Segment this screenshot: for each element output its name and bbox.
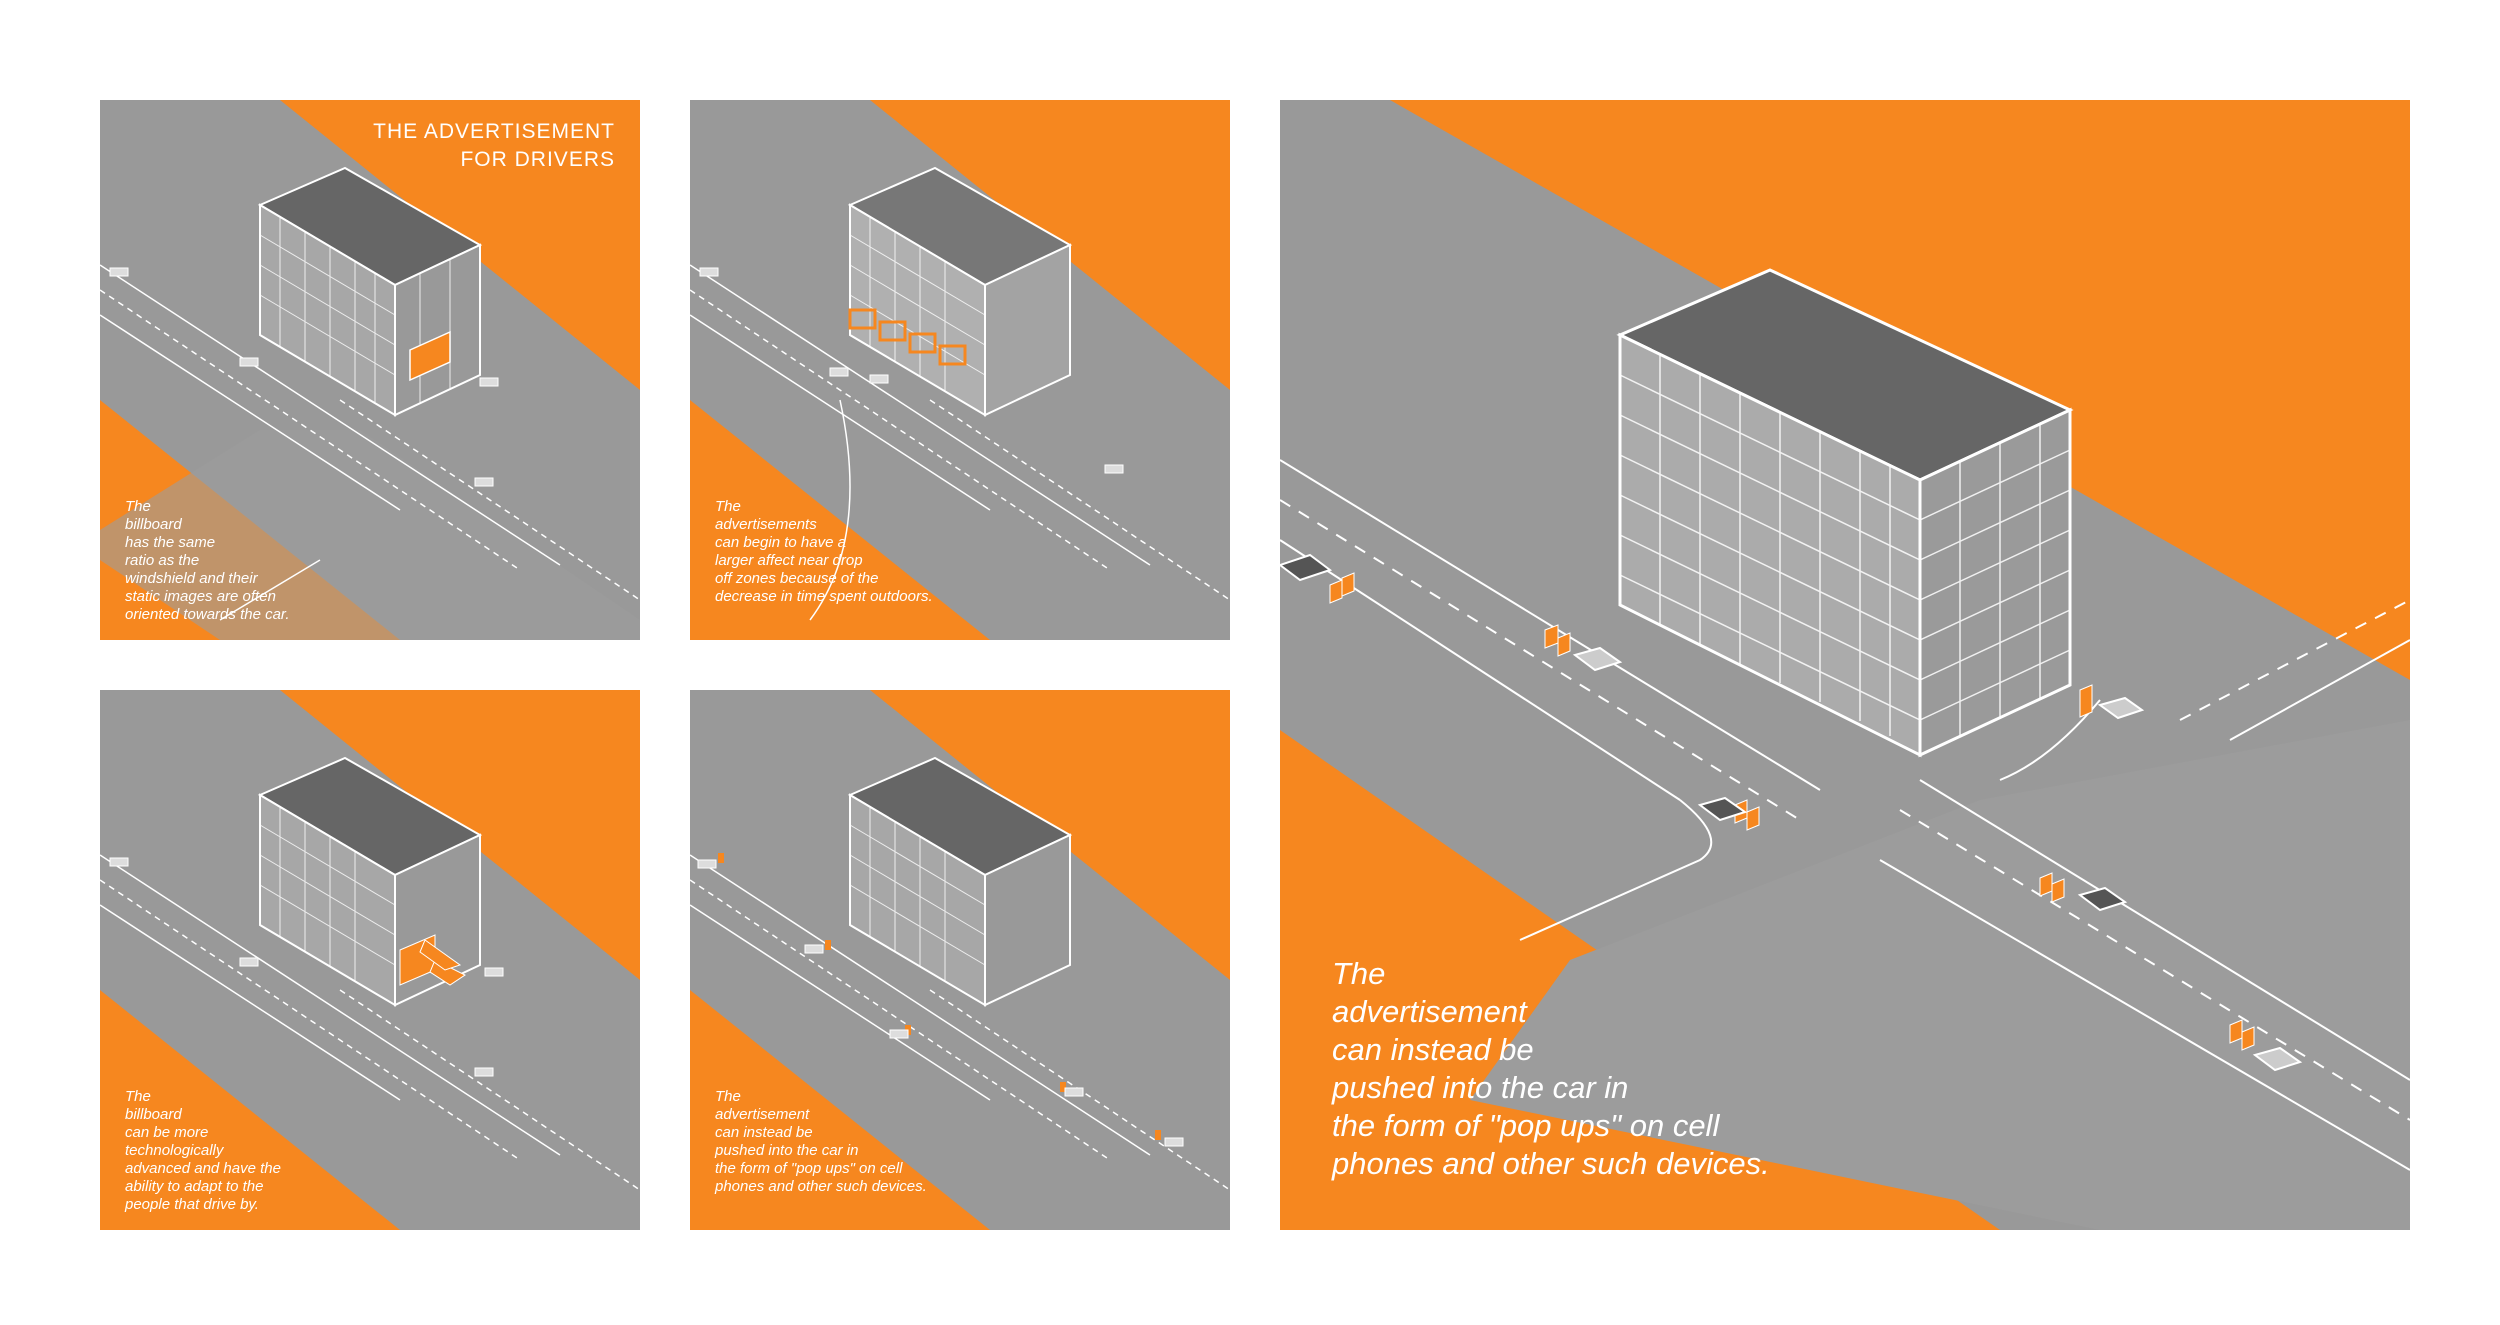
car [484, 967, 504, 977]
panel-1-billboard-static: THE ADVERTISEMENT FOR DRIVERS The billbo… [100, 100, 640, 640]
car [474, 477, 494, 487]
car [2097, 696, 2145, 720]
car [109, 857, 129, 867]
panel-1-scene [100, 100, 640, 640]
car [109, 267, 129, 277]
panel-4-scene [690, 690, 1230, 1230]
car [804, 944, 824, 954]
panel-heading: THE ADVERTISEMENT FOR DRIVERS [373, 120, 615, 171]
panel-2-drop-off-zones: The advertisements can begin to have a l… [690, 100, 1230, 640]
car [479, 377, 499, 387]
panel-caption: The billboard can be more technologicall… [125, 1088, 281, 1213]
pop-up-icons [1329, 572, 2255, 1051]
building [847, 756, 1073, 1007]
car [699, 267, 719, 277]
car [1164, 1137, 1184, 1147]
car [1104, 464, 1124, 474]
billboard [409, 330, 451, 382]
car [869, 374, 889, 384]
panel-caption: The advertisements can begin to have a l… [715, 498, 933, 605]
panel-3-adaptive-billboard: The billboard can be more technologicall… [100, 690, 640, 1230]
road-cross [1470, 720, 2410, 1230]
car [2077, 886, 2128, 912]
building [1616, 268, 2074, 758]
building [257, 166, 483, 417]
panel-caption: The advertisement can instead be pushed … [715, 1088, 927, 1195]
panel-caption: The billboard has the same ratio as the … [125, 498, 290, 623]
drop-off-ads [848, 308, 967, 366]
adaptive-billboard [399, 934, 466, 986]
car [239, 357, 259, 367]
panel-3-scene [100, 690, 640, 1230]
car [1064, 1087, 1084, 1097]
car [239, 957, 259, 967]
car [474, 1067, 494, 1077]
car [1280, 553, 1333, 582]
car [2252, 1046, 2303, 1072]
building [257, 756, 483, 1007]
panel-4-pop-ups: The advertisement can instead be pushed … [690, 690, 1230, 1230]
car [889, 1029, 909, 1039]
road-cross [100, 430, 640, 640]
cars [1280, 553, 2303, 1072]
car [697, 859, 717, 869]
panel-caption-large: The advertisement can instead be pushed … [1332, 956, 1770, 1181]
panel-5-pop-ups-detail: The advertisement can instead be pushed … [1280, 100, 2410, 1230]
car [1697, 796, 1748, 822]
panel-2-scene [690, 100, 1230, 640]
panel-5-scene [1280, 100, 2410, 1230]
car [829, 367, 849, 377]
car [1572, 646, 1623, 672]
